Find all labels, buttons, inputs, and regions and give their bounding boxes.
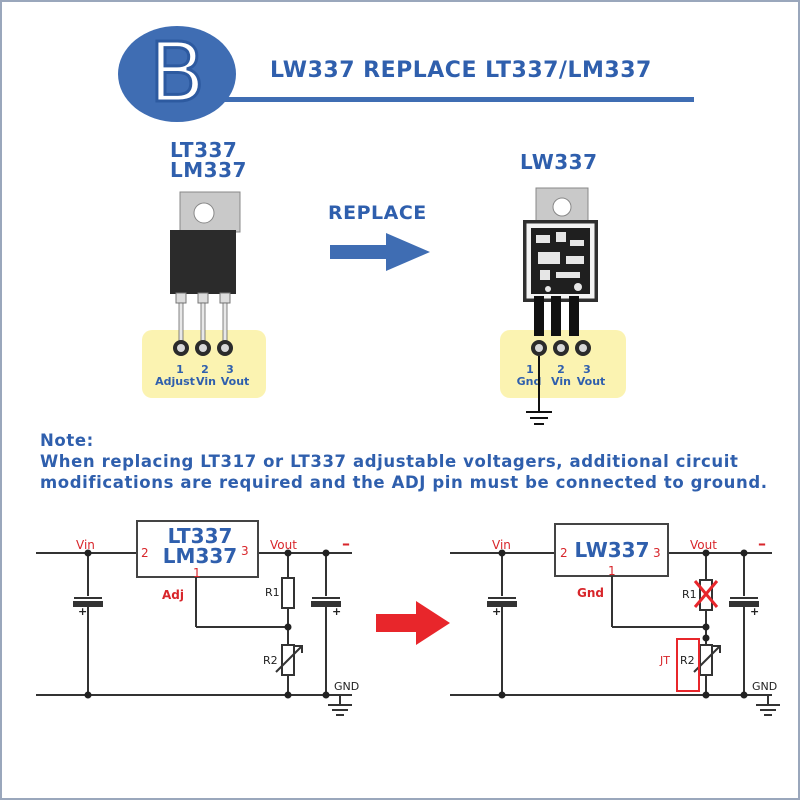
note-block: Note: When replacing LT317 or LT337 adju…: [40, 430, 780, 493]
right-part-name: LW337: [520, 150, 598, 174]
right-pin2-name: Vin: [551, 375, 571, 388]
r1-cross-icon: [693, 580, 719, 608]
lt337-package-icon: [170, 191, 241, 356]
left-pin3-name: Vout: [220, 375, 250, 388]
right-pin-3-label: 3: [653, 546, 661, 560]
left-vout-label: Vout: [270, 538, 297, 552]
left-vin-label: Vin: [76, 538, 95, 552]
right-vin-label: Vin: [492, 538, 511, 552]
right-pin-2-label: 2: [560, 546, 568, 560]
badge-letter: B: [147, 25, 206, 123]
left-chip-label-1: LT337: [167, 524, 233, 548]
right-pin-1-label: 1: [608, 564, 616, 578]
left-pin1-name: Adjust: [155, 375, 195, 388]
left-pin3-num: 3: [226, 363, 234, 376]
left-pin-3-label: 3: [241, 544, 249, 558]
note-line-2: modifications are required and the ADJ p…: [40, 473, 768, 492]
left-schematic-junctions: [84, 549, 330, 699]
right-pin1-name: Gnd: [516, 375, 542, 388]
right-r1-label: R1: [682, 588, 697, 601]
ground-symbol-icon: [526, 411, 552, 425]
left-adj-label: Adj: [162, 588, 184, 602]
left-cap1-plus: +: [78, 605, 88, 618]
jt-highlight-box: [676, 638, 700, 692]
right-gnd-pin-label: Gnd: [577, 586, 604, 600]
badge-circle: [118, 26, 236, 122]
right-chip-label: LW337: [574, 538, 650, 562]
left-pin2-name: Vin: [196, 375, 216, 388]
header-rule: [138, 97, 694, 102]
page-title: LW337 REPLACE LT337/LM337: [270, 58, 652, 83]
right-vout-label: Vout: [690, 538, 717, 552]
transform-arrow-icon: [376, 601, 450, 645]
right-schematic-junctions: [498, 549, 748, 699]
left-pin1-num: 1: [176, 363, 184, 376]
right-pin3-num: 3: [583, 363, 591, 376]
right-cap1-plus: +: [492, 605, 502, 618]
left-r2-label: R2: [263, 654, 278, 667]
lw337-module-icon: [523, 187, 598, 412]
left-r1-label: R1: [265, 586, 280, 599]
note-line-1: When replacing LT317 or LT337 adjustable…: [40, 452, 739, 471]
left-cap2-plus: +: [332, 605, 342, 618]
left-chip-label-2: LM337: [162, 544, 238, 568]
right-r2-label: R2: [680, 654, 695, 667]
right-jt-label: JT: [660, 654, 670, 667]
replace-arrow-icon: [330, 233, 430, 271]
right-pin1-num: 1: [526, 363, 534, 376]
right-pin2-num: 2: [557, 363, 565, 376]
right-pin3-name: Vout: [576, 375, 606, 388]
left-part-name-1: LT337: [170, 138, 238, 162]
right-cap2-plus: +: [750, 605, 760, 618]
left-pin-2-label: 2: [141, 546, 149, 560]
note-heading: Note:: [40, 431, 94, 450]
right-gnd-label: GND: [752, 680, 778, 693]
right-minus-label: –: [758, 534, 766, 553]
replace-arrow-label: REPLACE: [328, 202, 427, 224]
left-gnd-label: GND: [334, 680, 360, 693]
left-schematic: [36, 520, 352, 716]
left-pin-1-label: 1: [193, 566, 201, 580]
left-pin2-num: 2: [201, 363, 209, 376]
left-part-name-2: LM337: [170, 158, 247, 182]
left-minus-label: –: [342, 534, 350, 553]
